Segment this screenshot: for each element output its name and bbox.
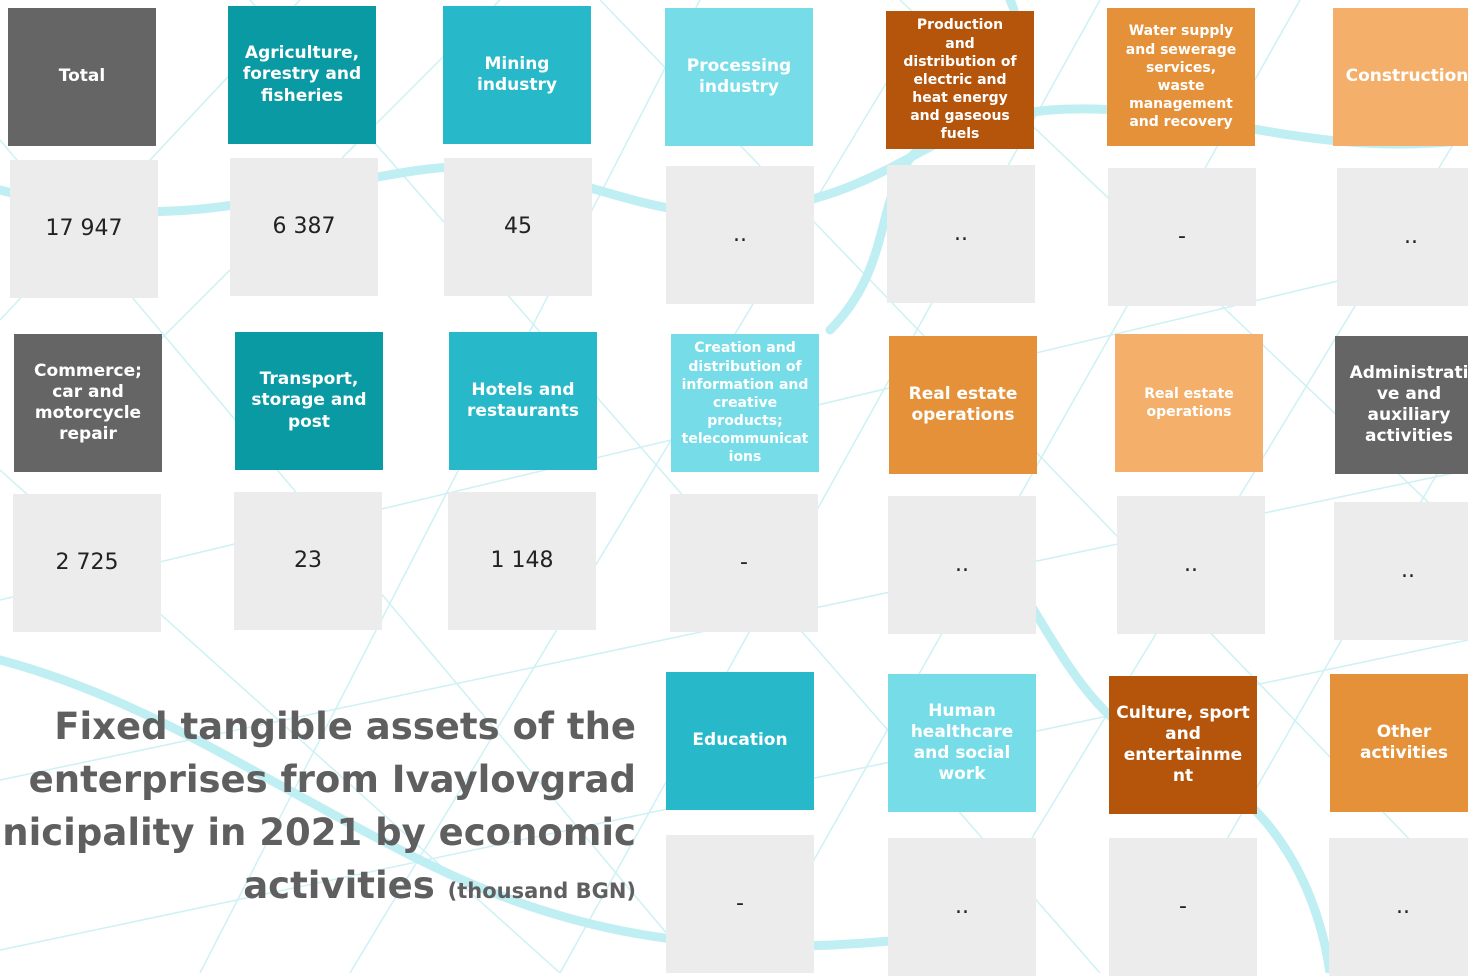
category-tile-real-estate-operations: Real estate operations (1115, 334, 1263, 472)
value-tile-education: - (666, 835, 814, 973)
value-tile-total: 17 947 (10, 160, 158, 298)
value-text: - (740, 550, 748, 576)
value-text: 1 148 (490, 548, 554, 574)
value-tile-commerce-car-and-motorcycle-repair: 2 725 (13, 494, 161, 632)
value-text: - (1178, 224, 1186, 250)
value-text: .. (955, 552, 969, 578)
title-line-2: enterprises from Ivaylovgrad (28, 758, 636, 801)
value-tile-culture-sport-and-entertainment: - (1109, 838, 1257, 976)
value-text: .. (1184, 552, 1198, 578)
value-text: .. (954, 221, 968, 247)
category-tile-transport-storage-and-post: Transport, storage and post (235, 332, 383, 470)
category-tile-construction: Construction (1333, 8, 1468, 146)
category-tile-agriculture-forestry-and-fisheries: Agriculture, forestry and fisheries (228, 6, 376, 144)
value-tile-human-healthcare-and-social-work: .. (888, 838, 1036, 976)
category-label: Culture, sport and entertainme nt (1116, 702, 1250, 787)
value-tile-water-supply-and-sewerage-services-waste-management-and-recovery: - (1108, 168, 1256, 306)
value-text: 6 387 (272, 214, 336, 240)
value-tile-production-and-distribution-of-electric-and-heat-energy-and-gaseous-fuels: .. (887, 165, 1035, 303)
category-tile-human-healthcare-and-social-work: Human healthcare and social work (888, 674, 1036, 812)
category-tile-processing-industry: Processing industry (665, 8, 813, 146)
category-label: Real estate operations (908, 383, 1018, 425)
value-tile-real-estate-operations: .. (1117, 496, 1265, 634)
category-tile-hotels-and-restaurants: Hotels and restaurants (449, 332, 597, 470)
category-tile-education: Education (666, 672, 814, 810)
value-tile-transport-storage-and-post: 23 (234, 492, 382, 630)
value-text: .. (1396, 894, 1410, 920)
value-text: .. (1401, 558, 1415, 584)
category-label: Production and distribution of electric … (903, 17, 1017, 143)
category-label: Mining industry (477, 53, 557, 95)
value-text: 17 947 (45, 216, 123, 242)
category-label: Hotels and restaurants (467, 379, 579, 421)
category-tile-water-supply-and-sewerage-services-waste-management-and-recovery: Water supply and sewerage services, wast… (1107, 8, 1255, 146)
value-tile-agriculture-forestry-and-fisheries: 6 387 (230, 158, 378, 296)
category-tile-commerce-car-and-motorcycle-repair: Commerce; car and motorcycle repair (14, 334, 162, 472)
title-unit: (thousand BGN) (447, 879, 636, 903)
category-label: Water supply and sewerage services, wast… (1125, 23, 1237, 131)
category-tile-other-activities: Other activities (1330, 674, 1468, 812)
value-text: .. (733, 222, 747, 248)
category-label: Human healthcare and social work (910, 700, 1014, 785)
value-tile-hotels-and-restaurants: 1 148 (448, 492, 596, 630)
value-tile-real-estate-operations: .. (888, 496, 1036, 634)
category-label: Agriculture, forestry and fisheries (242, 43, 362, 106)
value-tile-other-activities: .. (1329, 838, 1468, 976)
value-text: 2 725 (55, 550, 119, 576)
category-tile-administrative-and-auxiliary-activities: Administrati ve and auxiliary activities (1335, 336, 1468, 474)
value-text: - (736, 891, 744, 917)
title-line-1: Fixed tangible assets of the (54, 705, 636, 748)
category-tile-culture-sport-and-entertainment: Culture, sport and entertainme nt (1109, 676, 1257, 814)
category-label: Education (692, 730, 788, 751)
category-tile-creation-and-distribution-of-information-and-creative-products-telecommunications: Creation and distribution of information… (671, 334, 819, 472)
category-label: Other activities (1359, 721, 1448, 763)
category-label: Real estate operations (1144, 385, 1234, 420)
value-tile-mining-industry: 45 (444, 158, 592, 296)
value-text: 45 (504, 214, 532, 240)
page-title: Fixed tangible assets of the enterprises… (0, 700, 636, 918)
category-label: Processing industry (686, 55, 792, 97)
value-tile-creation-and-distribution-of-information-and-creative-products-telecommunications: - (670, 494, 818, 632)
title-line-4: activities (243, 864, 435, 907)
category-tile-mining-industry: Mining industry (443, 6, 591, 144)
value-text: - (1179, 894, 1187, 920)
category-label: Total (58, 66, 106, 87)
value-text: 23 (294, 548, 322, 574)
category-label: Administrati ve and auxiliary activities (1349, 362, 1468, 447)
value-tile-administrative-and-auxiliary-activities: .. (1334, 502, 1468, 640)
value-tile-processing-industry: .. (666, 166, 814, 304)
value-tile-construction: .. (1337, 168, 1468, 306)
category-tile-real-estate-operations: Real estate operations (889, 336, 1037, 474)
category-tile-total: Total (8, 8, 156, 146)
value-text: .. (1404, 224, 1418, 250)
title-line-3: municipality in 2021 by economic (0, 811, 636, 854)
category-label: Creation and distribution of information… (681, 340, 809, 466)
value-text: .. (955, 894, 969, 920)
category-label: Construction (1345, 66, 1468, 87)
category-label: Transport, storage and post (251, 369, 367, 432)
category-label: Commerce; car and motorcycle repair (34, 360, 142, 445)
category-tile-production-and-distribution-of-electric-and-heat-energy-and-gaseous-fuels: Production and distribution of electric … (886, 11, 1034, 149)
